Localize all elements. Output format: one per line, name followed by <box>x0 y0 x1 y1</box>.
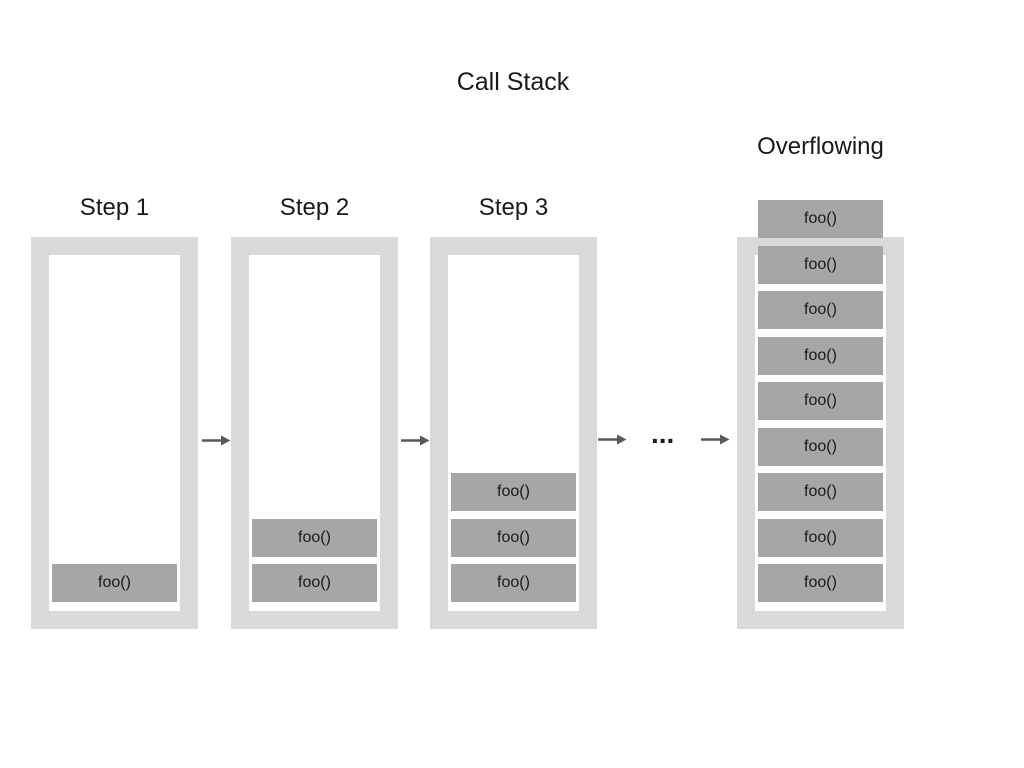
stack-label-overflowing: Overflowing <box>757 133 884 160</box>
stack-frame-label: foo() <box>804 301 837 318</box>
stack-frame: foo() <box>758 564 883 602</box>
stack-frame-label: foo() <box>804 574 837 591</box>
ellipsis: ... <box>651 418 675 449</box>
stack-frame: foo() <box>758 200 883 238</box>
diagram-title: Call Stack <box>456 68 570 96</box>
stack-inner-area <box>49 255 180 611</box>
stack-inner-area <box>249 255 380 611</box>
stack-overflowing: foo() foo() foo() foo() foo() foo() foo() foo()… <box>737 200 904 629</box>
stack-frame-label: foo() <box>804 483 837 500</box>
stack-frame-label: foo() <box>804 528 837 546</box>
stack-label-step-2: Step 2 <box>279 194 350 221</box>
stack-step-3: foo() foo() foo() <box>430 237 597 629</box>
stack-frame: foo() <box>758 518 883 557</box>
stack-frame-label: foo() <box>298 528 331 546</box>
stack-frame-label: foo() <box>98 574 131 591</box>
right-arrow-icon <box>700 432 731 447</box>
stack-frame: foo() <box>451 518 576 557</box>
stack-frame-label: foo() <box>497 483 530 500</box>
stack-frame: foo() <box>758 336 883 375</box>
stack-step-2: foo() foo() <box>231 237 398 629</box>
stack-frame: foo() <box>451 473 576 511</box>
stack-frame: foo() <box>252 518 377 557</box>
stack-frame-label: foo() <box>804 392 837 409</box>
stack-frame: foo() <box>758 473 883 511</box>
right-arrow-icon <box>201 433 232 448</box>
stack-frame: foo() <box>451 564 576 602</box>
stack-frame: foo() <box>758 427 883 466</box>
stack-frame: foo() <box>252 564 377 602</box>
stack-label-step-3: Step 3 <box>478 194 549 221</box>
stack-frame-label: foo() <box>804 346 837 364</box>
stack-frame-label: foo() <box>298 574 331 591</box>
stack-frame: foo() <box>758 245 883 284</box>
stack-frame-label: foo() <box>804 255 837 273</box>
stack-step-1: foo() <box>31 237 198 629</box>
stack-frame: foo() <box>758 291 883 329</box>
stack-frame-label: foo() <box>497 528 530 546</box>
stack-frame: foo() <box>52 564 177 602</box>
stack-frame-label: foo() <box>804 210 837 227</box>
right-arrow-icon <box>400 433 431 448</box>
stack-frame-label: foo() <box>804 437 837 455</box>
stack-inner-area <box>448 255 579 611</box>
stack-frame: foo() <box>758 382 883 420</box>
right-arrow-icon <box>597 432 628 447</box>
stack-label-step-1: Step 1 <box>79 194 150 221</box>
stack-frame-label: foo() <box>497 574 530 591</box>
